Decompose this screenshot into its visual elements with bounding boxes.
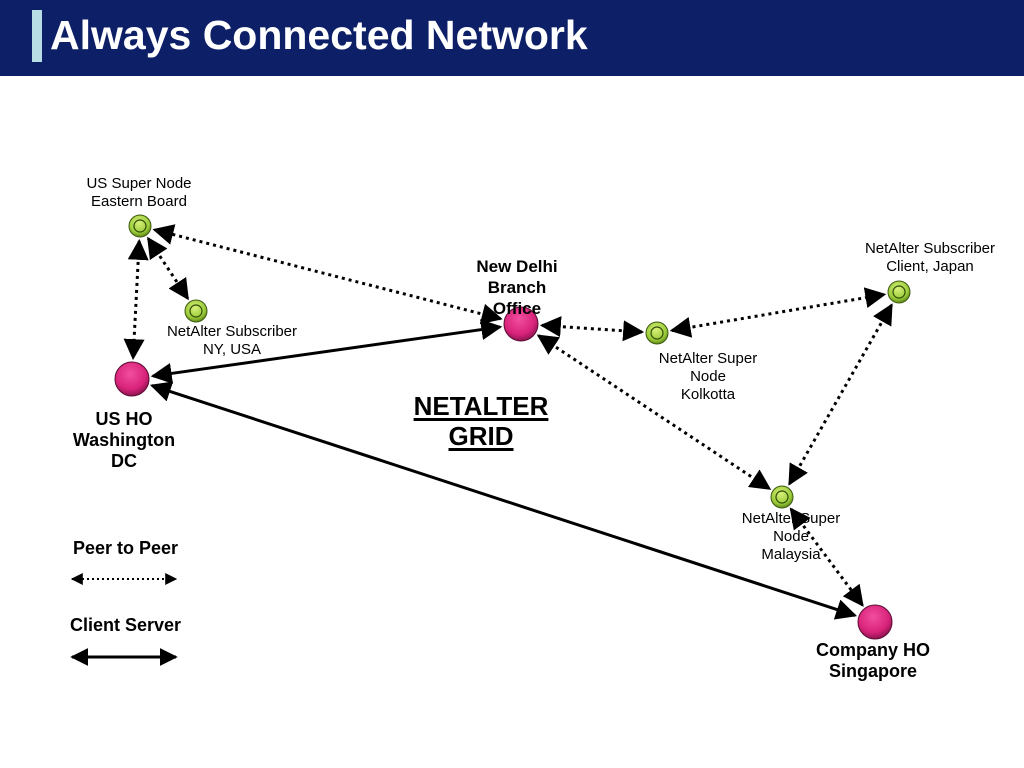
link-new-delhi-to-us-ho: [150, 319, 503, 384]
node-inner-ring: [892, 285, 906, 299]
slide-title: Always Connected Network: [50, 12, 588, 58]
title-bar: Always Connected Network: [0, 0, 1024, 76]
link-japan-to-malaysia: [788, 303, 893, 486]
node-ny-sub: [184, 299, 208, 323]
node-inner-ring: [133, 219, 147, 233]
legend-peer-to-peer-label: Peer to Peer: [73, 538, 179, 558]
link-new-delhi-to-us-super: [152, 224, 503, 325]
node-kolkotta: [645, 321, 669, 345]
link-new-delhi-to-kolkotta: [539, 316, 645, 342]
node-inner-ring: [650, 326, 664, 340]
node-singapore: [857, 604, 893, 640]
node-malaysia: [770, 485, 794, 509]
title-accent-bar: [32, 10, 42, 62]
node-japan: [887, 280, 911, 304]
node-inner-ring: [775, 490, 789, 504]
node-us-ho: [114, 361, 150, 397]
link-us-super-to-us-ho: [123, 238, 149, 361]
link-kolkotta-to-japan: [669, 287, 887, 338]
link-us-super-to-ny-sub: [146, 236, 190, 301]
node-new-delhi: [503, 306, 539, 342]
link-us-ho-to-singapore: [149, 381, 858, 620]
node-us-super: [128, 214, 152, 238]
node-inner-ring: [189, 304, 203, 318]
legend-client-server-label: Client Server: [70, 615, 182, 635]
